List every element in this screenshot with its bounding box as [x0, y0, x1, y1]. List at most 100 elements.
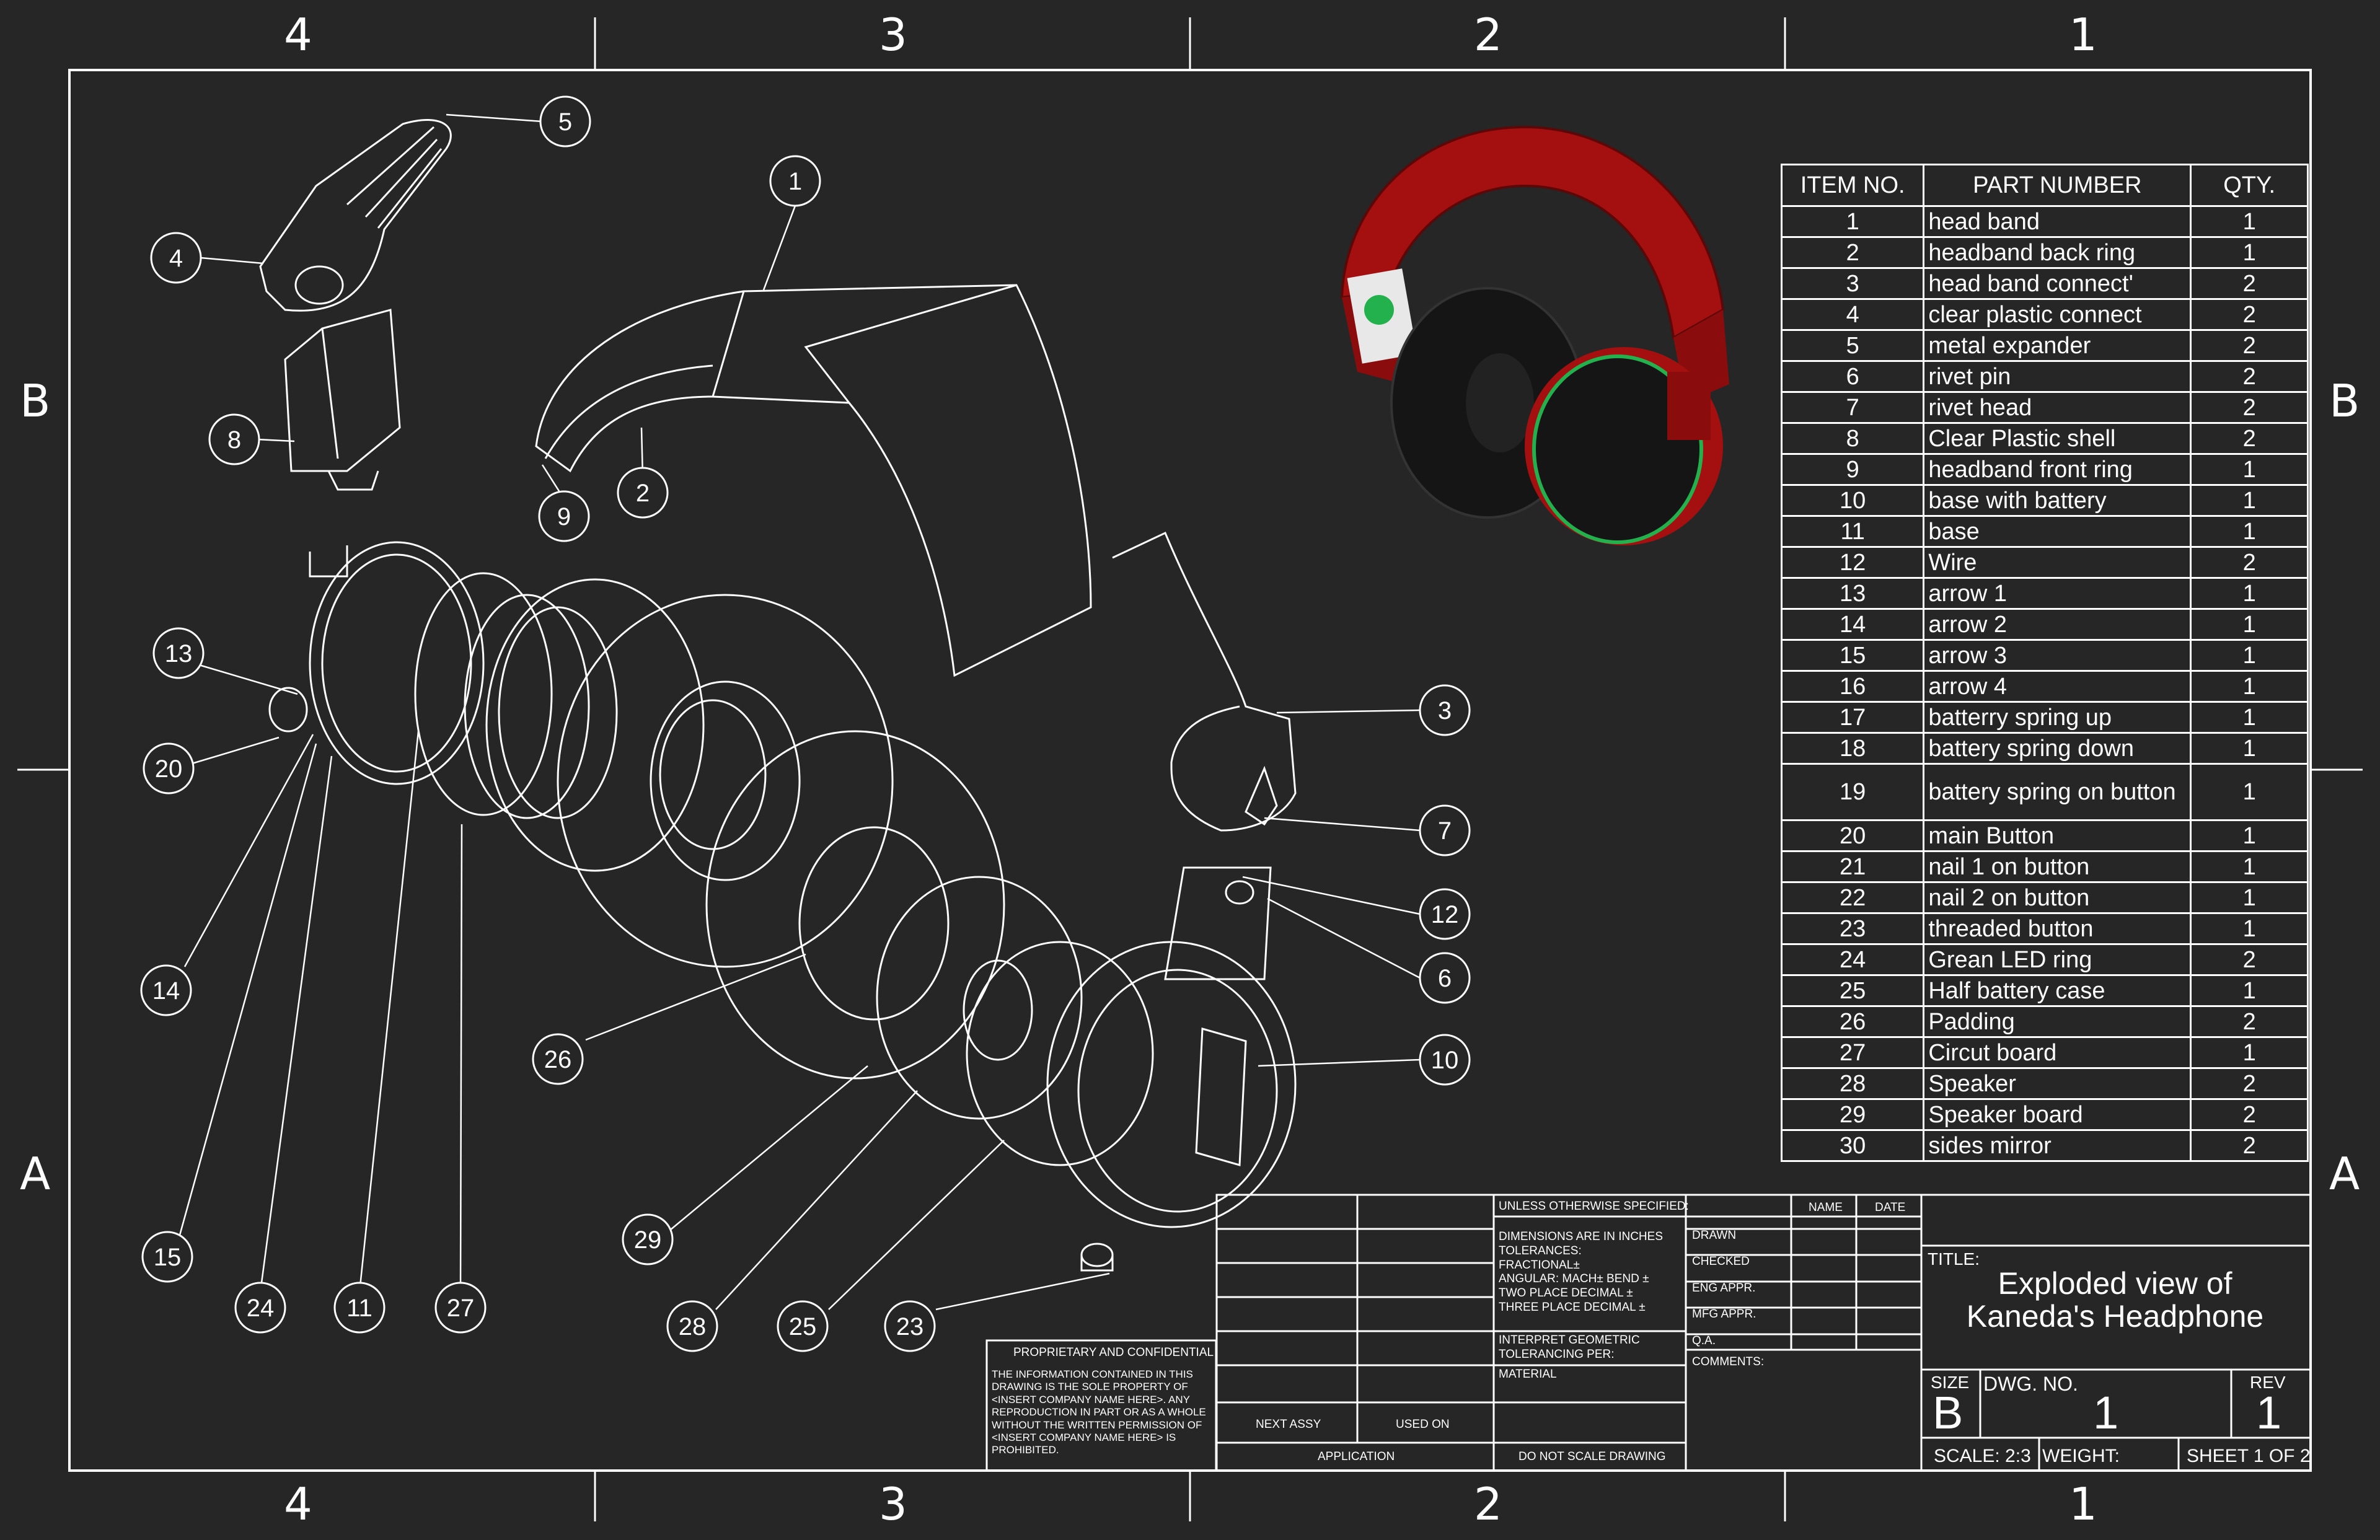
bom-qty: 1 [2190, 850, 2309, 883]
bom-qty: 2 [2190, 1005, 2309, 1038]
bom-qty: 2 [2190, 360, 2309, 393]
balloon-1 [769, 155, 821, 207]
bom-item-no: 6 [1780, 360, 1925, 393]
bom-item-no: 28 [1780, 1067, 1925, 1100]
unless-specified-label: UNLESS OTHERWISE SPECIFIED: [1499, 1200, 1689, 1213]
bom-part-number: head band connect' [1923, 267, 2192, 300]
application-label: APPLICATION [1318, 1450, 1395, 1463]
bom-item-no: 12 [1780, 546, 1925, 579]
leader-lines [178, 113, 1421, 1311]
circuit-board-part [414, 572, 553, 816]
bom-item-no: 4 [1780, 298, 1925, 331]
bom-qty: 2 [2190, 298, 2309, 331]
size-value: B [1933, 1387, 1963, 1438]
bom-part-number: headband back ring [1923, 236, 2192, 269]
bom-item-no: 16 [1780, 670, 1925, 703]
balloon-8 [208, 413, 260, 465]
balloon-label-25: 25 [789, 1313, 817, 1340]
balloon-label-9: 9 [557, 503, 571, 530]
bom-qty: 2 [2190, 329, 2309, 362]
bom-item-no: 26 [1780, 1005, 1925, 1038]
bom-item-no: 19 [1780, 763, 1925, 821]
balloon-label-14: 14 [152, 977, 180, 1005]
right-base-part [1046, 941, 1297, 1228]
drawing-title-line-2: Kaneda's Headphone [1966, 1298, 2264, 1334]
balloon-label-28: 28 [679, 1313, 707, 1340]
bom-qty: 1 [2190, 912, 2309, 945]
drawing-title-line-1: Exploded view of [1998, 1266, 2232, 1301]
threaded-button-part [1080, 1243, 1114, 1267]
bom-qty: 1 [2190, 453, 2309, 486]
balloon-11 [333, 1282, 386, 1334]
balloon-7 [1419, 804, 1471, 856]
balloon-20 [143, 742, 195, 794]
rev-value: 1 [2256, 1387, 2282, 1438]
speaker-part [485, 578, 705, 872]
bom-item-no: 23 [1780, 912, 1925, 945]
bom-qty: 2 [2190, 943, 2309, 976]
zone-row-right-b: B [2329, 375, 2360, 427]
balloon-label-12: 12 [1431, 901, 1459, 928]
tolerance-line: DIMENSIONS ARE IN INCHES [1499, 1230, 1663, 1243]
bom-part-number: metal expander [1923, 329, 2192, 362]
headband-part [535, 284, 1092, 677]
title-label: TITLE: [1928, 1249, 1980, 1269]
bom-qty: 1 [2190, 732, 2309, 765]
proprietary-line: REPRODUCTION IN PART OR AS A WHOLE [992, 1406, 1206, 1419]
proprietary-line: PROHIBITED. [992, 1444, 1059, 1456]
next-assy-label: NEXT ASSY [1256, 1418, 1321, 1431]
head-band-connect-part [1112, 531, 1297, 832]
bom-item-no: 29 [1780, 1098, 1925, 1131]
balloon-15 [141, 1231, 193, 1283]
bom-qty: 2 [2190, 267, 2309, 300]
bom-item-no: 22 [1780, 881, 1925, 914]
bom-part-number: batterry spring up [1923, 701, 2192, 734]
zone-col-top-3: 3 [879, 9, 907, 61]
zone-row-left-b: B [20, 375, 51, 427]
balloon-23 [884, 1300, 936, 1352]
bom-part-number: Speaker [1923, 1067, 2192, 1100]
tolerance-line: TWO PLACE DECIMAL ± [1499, 1287, 1633, 1300]
bom-part-number: Wire [1923, 546, 2192, 579]
qa-label: Q.A. [1692, 1334, 1716, 1347]
balloon-label-10: 10 [1431, 1047, 1459, 1074]
balloon-label-20: 20 [155, 755, 183, 783]
headphone-render [1340, 125, 1729, 545]
bom-item-no: 25 [1780, 974, 1925, 1007]
bom-item-no: 8 [1780, 422, 1925, 455]
bom-part-number: rivet pin [1923, 360, 2192, 393]
main-button-part [268, 687, 308, 733]
bom-part-number: Speaker board [1923, 1098, 2192, 1131]
balloon-3 [1419, 684, 1471, 736]
balloon-29 [622, 1213, 674, 1265]
bom-qty: 1 [2190, 577, 2309, 610]
dwg-no-label: DWG. NO. [1983, 1373, 2078, 1395]
balloon-14 [140, 964, 192, 1016]
balloon-2 [617, 467, 669, 519]
balloon-label-13: 13 [165, 640, 193, 667]
bom-part-number: Half battery case [1923, 974, 2192, 1007]
bom-qty: 1 [2190, 974, 2309, 1007]
bom-item-no: 11 [1780, 515, 1925, 548]
tolerance-line: THREE PLACE DECIMAL ± [1499, 1300, 1646, 1314]
bom-part-number: arrow 4 [1923, 670, 2192, 703]
bom-part-number: base [1923, 515, 2192, 548]
balloon-26 [532, 1033, 584, 1085]
bom-part-number: Grean LED ring [1923, 943, 2192, 976]
bom-item-no: 17 [1780, 701, 1925, 734]
bom-item-no: 1 [1780, 205, 1925, 238]
bom-qty: 1 [2190, 484, 2309, 517]
padding-part [557, 594, 894, 968]
